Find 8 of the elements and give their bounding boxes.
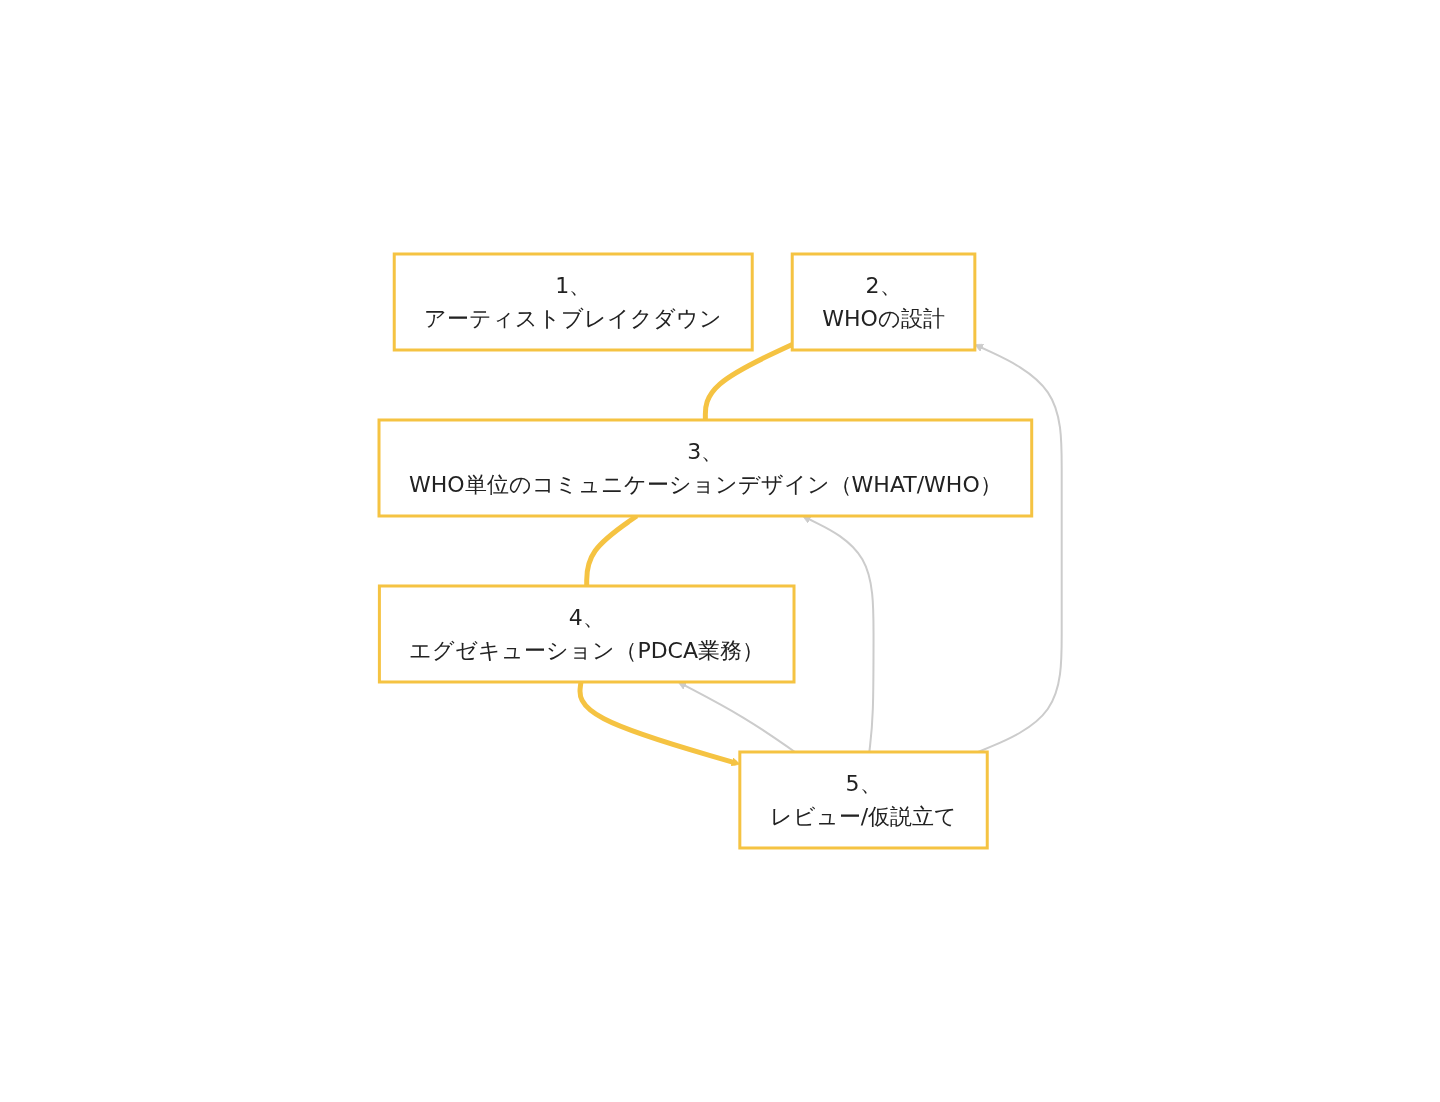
- node-box: 4、 エグゼキューション（PDCA業務）: [377, 584, 796, 684]
- connector: [702, 342, 793, 420]
- arrow: [577, 681, 740, 767]
- node-box: 2、 WHOの設計: [790, 252, 976, 352]
- arrow: [974, 343, 1063, 753]
- node-box: 5、 レビュー/仮説立て: [737, 750, 989, 850]
- node-box: 3、 WHO単位のコミュニケーションデザイン（WHAT/WHO）: [377, 418, 1033, 518]
- node-box: 1、 アーティストブレイクダウン: [392, 252, 754, 352]
